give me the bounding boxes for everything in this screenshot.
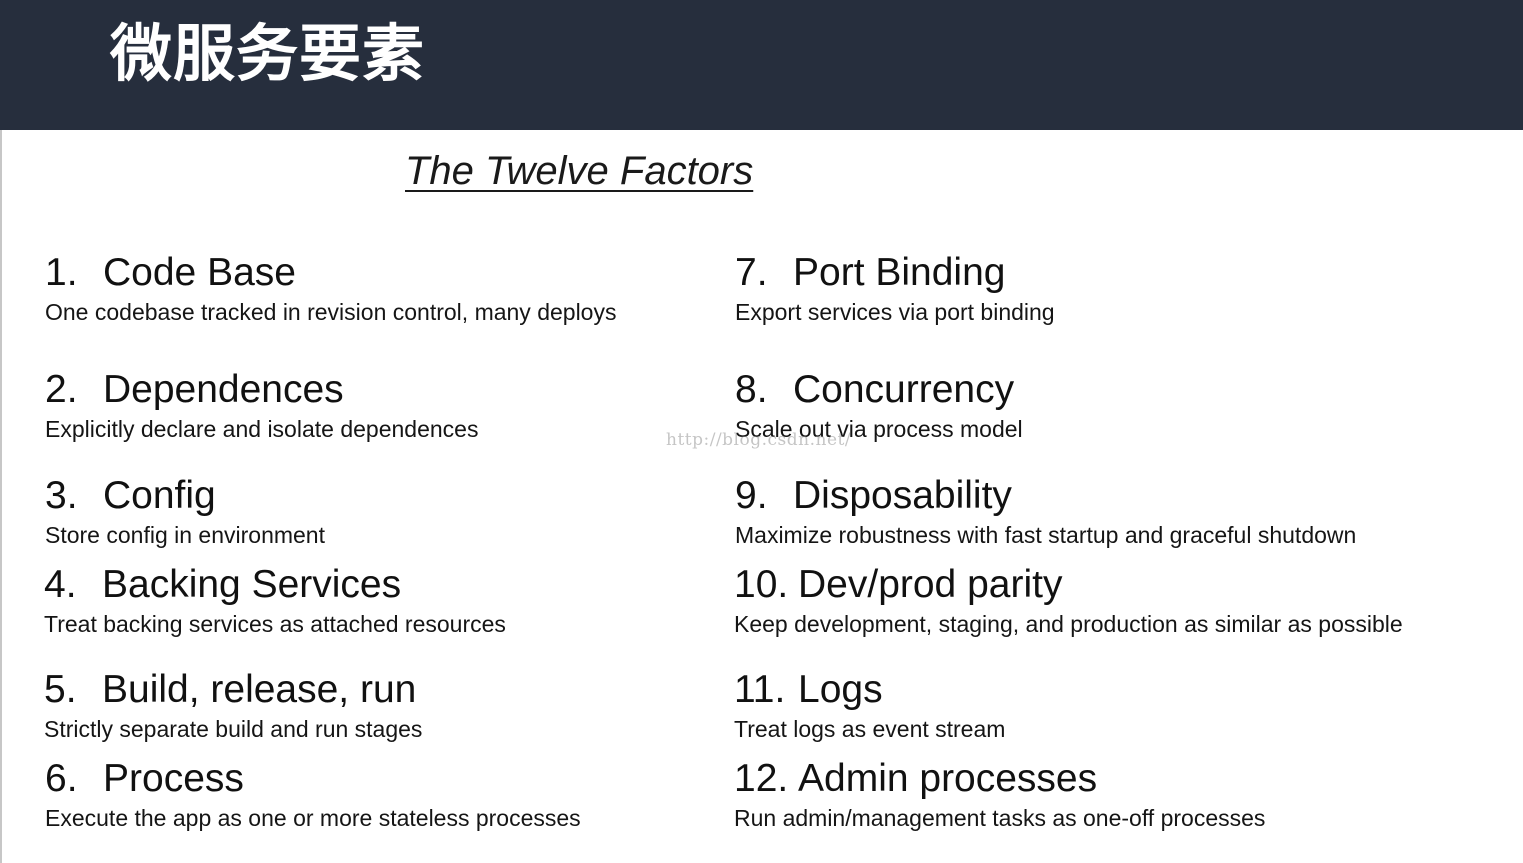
factor-item: 7. Port Binding Export services via port … [735,250,1055,327]
factor-number: 12. [734,757,789,800]
factor-number: 9. [735,474,768,517]
factor-name: Port Binding [793,251,1006,294]
factor-item: 5. Build, release, run Strictly separate … [44,667,422,744]
factor-number: 10. [734,563,789,606]
factor-heading: 11. Logs [734,667,1005,713]
slide-header: 微服务要素 [0,0,1523,130]
factor-heading: 4. Backing Services [44,562,506,608]
slide-left-border [0,130,2,863]
factor-item: 6. Process Execute the app as one or more… [45,756,581,833]
factor-description: Explicitly declare and isolate dependenc… [45,416,479,442]
factor-description: Run admin/management tasks as one-off pr… [734,805,1266,831]
factor-heading: 10.Dev/prod parity [734,562,1403,608]
factor-heading: 1. Code Base [45,250,616,296]
factor-item: 8. Concurrency Scale out via process mode… [735,367,1023,444]
factor-description: Keep development, staging, and productio… [734,611,1403,637]
watermark-text: http://blog.csdn.net/ [666,430,852,450]
factor-description: One codebase tracked in revision control… [45,299,617,325]
factor-item: 11. Logs Treat logs as event stream [734,667,1005,744]
factor-description: Scale out via process model [735,416,1023,442]
factor-name: Admin processes [798,757,1098,800]
factor-name: Logs [798,668,883,711]
factor-description: Export services via port binding [735,299,1055,325]
factor-name: Build, release, run [102,668,417,711]
factor-heading: 6. Process [45,756,581,802]
factor-number: 2. [45,368,78,411]
factor-name: Dev/prod parity [798,563,1063,606]
slide-subtitle: The Twelve Factors [405,149,754,193]
factor-name: Disposability [793,474,1012,517]
factor-heading: 5. Build, release, run [44,667,422,713]
factor-name: Dependences [103,368,344,411]
factor-heading: 3. Config [45,473,325,519]
factor-description: Execute the app as one or more stateless… [45,805,581,831]
factor-description: Treat backing services as attached resou… [44,611,506,637]
factor-number: 11. [734,668,786,711]
factor-description: Maximize robustness with fast startup an… [735,522,1357,548]
factor-item: 1. Code Base One codebase tracked in revi… [45,250,616,327]
factor-description: Treat logs as event stream [734,716,1006,742]
factor-number: 1. [45,251,78,294]
factor-heading: 8. Concurrency [735,367,1023,413]
factor-number: 6. [45,757,78,800]
factor-heading: 12.Admin processes [734,756,1265,802]
factor-heading: 7. Port Binding [735,250,1055,296]
factor-heading: 2. Dependences [45,367,478,413]
factor-number: 3. [45,474,78,517]
factor-description: Strictly separate build and run stages [44,716,423,742]
factor-item: 9. Disposability Maximize robustness with… [735,473,1356,550]
factor-item: 3. Config Store config in environment [45,473,325,550]
factor-item: 4. Backing Services Treat backing service… [44,562,506,639]
factor-number: 8. [735,368,768,411]
factor-item: 2. Dependences Explicitly declare and iso… [45,367,478,444]
factor-number: 5. [44,668,77,711]
slide-title: 微服务要素 [110,17,426,90]
factor-heading: 9. Disposability [735,473,1356,519]
factor-number: 7. [735,251,768,294]
factor-item: 12.Admin processes Run admin/management … [734,756,1265,833]
factor-name: Config [103,474,216,517]
factor-name: Process [103,757,244,800]
factor-description: Store config in environment [45,522,325,548]
factor-name: Concurrency [793,368,1015,411]
factor-name: Backing Services [102,563,402,606]
factor-item: 10.Dev/prod parity Keep development, sta… [734,562,1403,639]
factor-number: 4. [44,563,77,606]
factor-name: Code Base [103,251,296,294]
